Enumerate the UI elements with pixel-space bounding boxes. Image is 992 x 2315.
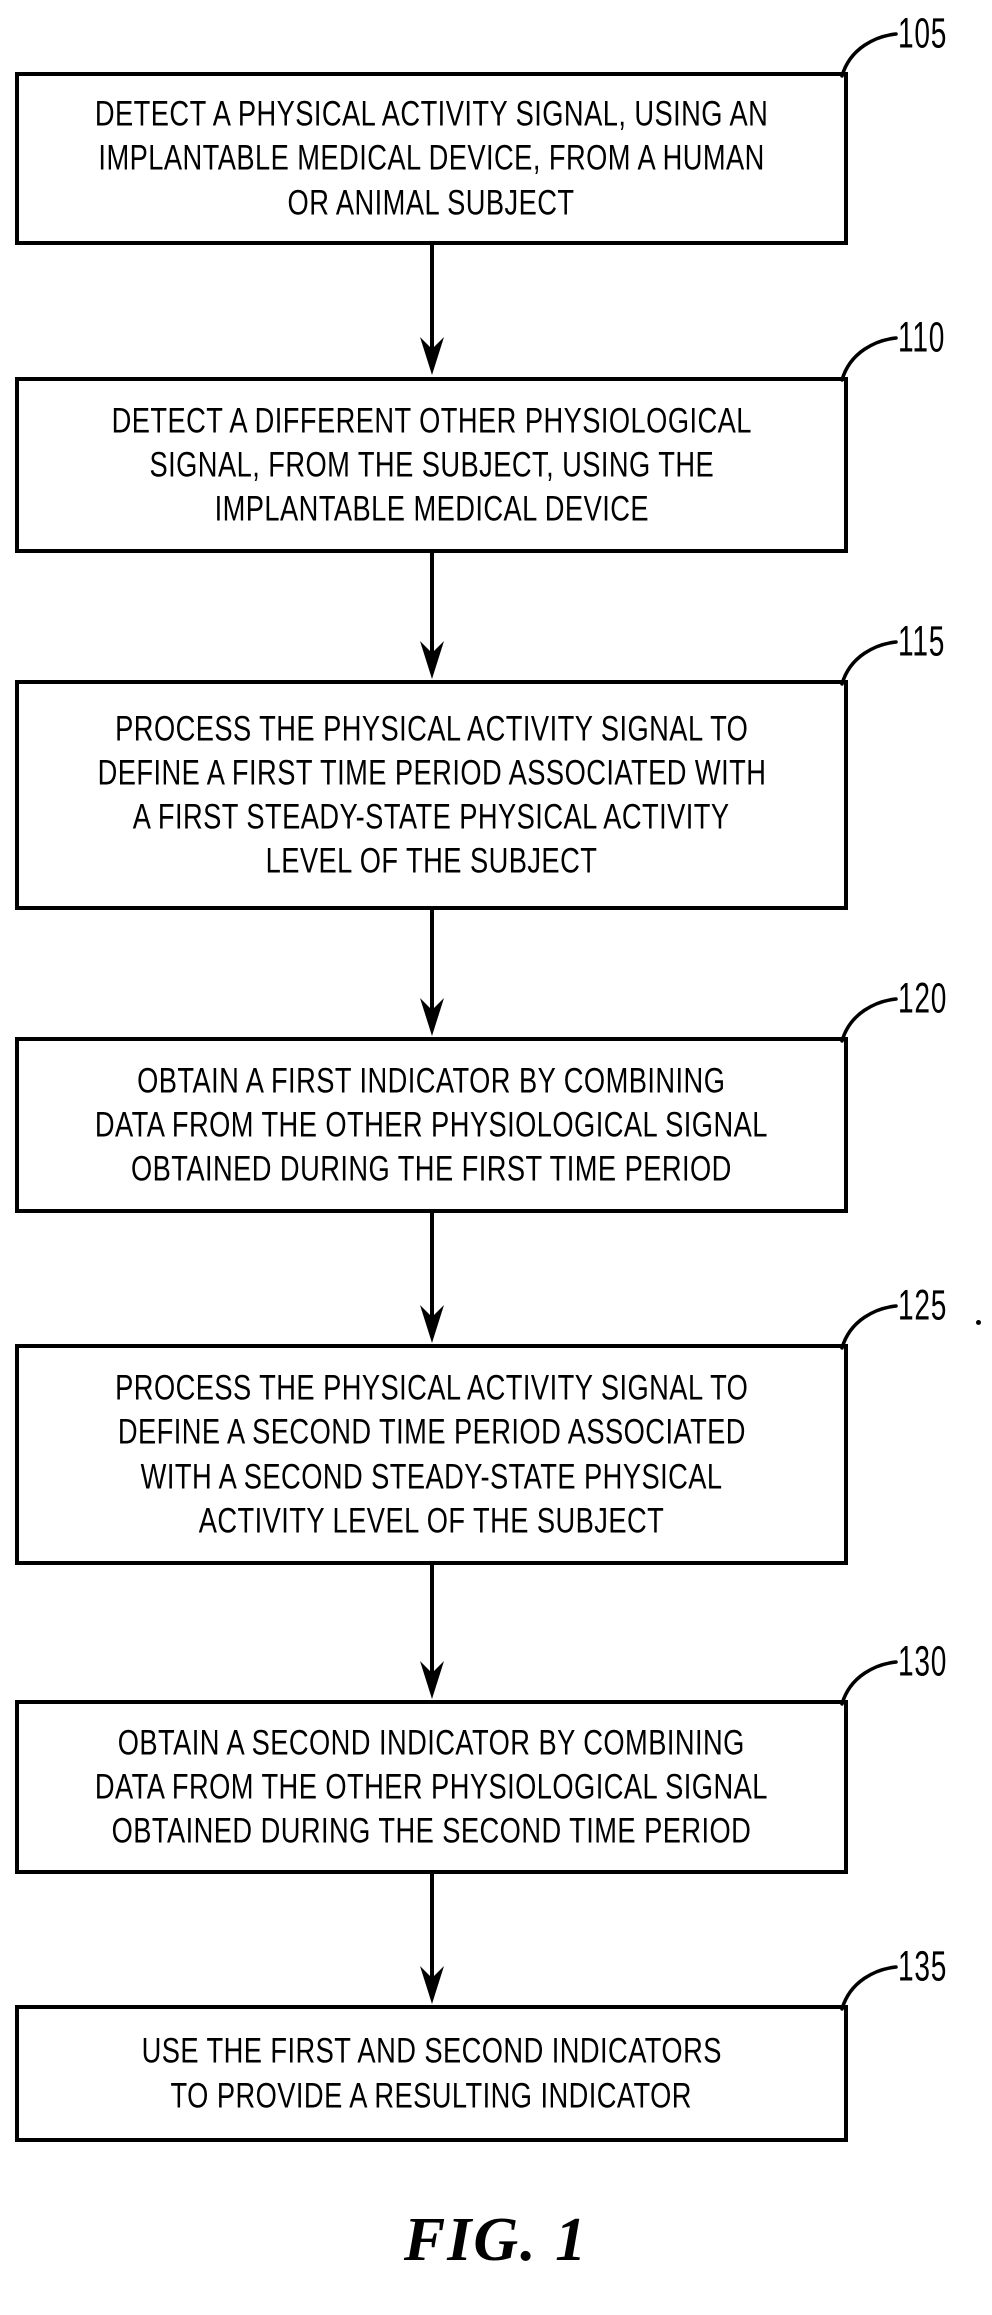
flow-step-115-line-1: PROCESS THE PHYSICAL ACTIVITY SIGNAL TO	[114, 708, 749, 749]
flow-step-115: PROCESS THE PHYSICAL ACTIVITY SIGNAL TO …	[15, 680, 848, 910]
reference-numeral-115: 115	[898, 616, 946, 665]
reference-numeral-120: 120	[898, 973, 948, 1022]
flow-step-125-line-3: WITH A SECOND STEADY-STATE PHYSICAL	[140, 1455, 723, 1496]
connector-arrow-115-120	[420, 910, 444, 1036]
flow-step-130-line-1: OBTAIN A SECOND INDICATOR BY COMBINING	[117, 1722, 746, 1763]
flow-step-125-line-4: ACTIVITY LEVEL OF THE SUBJECT	[198, 1499, 665, 1540]
flow-step-115-line-4: LEVEL OF THE SUBJECT	[265, 840, 598, 881]
flow-step-110-line-1: DETECT A DIFFERENT OTHER PHYSIOLOGICAL	[111, 400, 752, 441]
flow-step-125: PROCESS THE PHYSICAL ACTIVITY SIGNAL TO …	[15, 1344, 848, 1565]
flow-step-115-line-3: A FIRST STEADY-STATE PHYSICAL ACTIVITY	[133, 796, 730, 837]
flow-step-110-line-3: IMPLANTABLE MEDICAL DEVICE	[214, 488, 649, 529]
flow-step-135-line-2: TO PROVIDE A RESULTING INDICATOR	[170, 2074, 693, 2115]
connector-arrow-125-130	[420, 1565, 444, 1699]
flow-step-105: DETECT A PHYSICAL ACTIVITY SIGNAL, USING…	[15, 72, 848, 245]
flow-step-130-line-3: OBTAINED DURING THE SECOND TIME PERIOD	[111, 1810, 752, 1851]
flow-step-130: OBTAIN A SECOND INDICATOR BY COMBINING D…	[15, 1700, 848, 1874]
flow-step-120-line-2: DATA FROM THE OTHER PHYSIOLOGICAL SIGNAL	[95, 1104, 768, 1145]
connector-arrow-130-135	[420, 1874, 444, 2004]
flow-step-115-line-2: DEFINE A FIRST TIME PERIOD ASSOCIATED WI…	[97, 752, 766, 793]
flow-step-135: USE THE FIRST AND SECOND INDICATORS TO P…	[15, 2005, 848, 2142]
flow-step-120-line-1: OBTAIN A FIRST INDICATOR BY COMBINING	[137, 1060, 726, 1101]
flow-step-105-line-3: OR ANIMAL SUBJECT	[288, 181, 575, 222]
flow-step-125-line-1: PROCESS THE PHYSICAL ACTIVITY SIGNAL TO	[114, 1367, 749, 1408]
flow-step-120: OBTAIN A FIRST INDICATOR BY COMBINING DA…	[15, 1037, 848, 1213]
flow-step-105-line-1: DETECT A PHYSICAL ACTIVITY SIGNAL, USING…	[94, 93, 769, 134]
flow-step-120-line-3: OBTAINED DURING THE FIRST TIME PERIOD	[131, 1148, 732, 1189]
reference-numeral-110: 110	[898, 312, 946, 361]
scan-speck-artifact	[976, 1320, 981, 1325]
connector-arrow-105-110	[420, 245, 444, 375]
reference-numeral-130: 130	[898, 1636, 948, 1685]
flow-step-125-line-2: DEFINE A SECOND TIME PERIOD ASSOCIATED	[117, 1411, 746, 1452]
flow-step-110-line-2: SIGNAL, FROM THE SUBJECT, USING THE	[149, 444, 714, 485]
connector-arrow-120-125	[420, 1213, 444, 1343]
reference-numeral-135: 135	[898, 1941, 948, 1990]
connector-arrow-110-115	[420, 553, 444, 679]
reference-numeral-125: 125	[898, 1280, 948, 1329]
flow-step-135-line-1: USE THE FIRST AND SECOND INDICATORS	[141, 2030, 722, 2071]
flow-step-105-line-2: IMPLANTABLE MEDICAL DEVICE, FROM A HUMAN	[98, 137, 765, 178]
flow-step-110: DETECT A DIFFERENT OTHER PHYSIOLOGICAL S…	[15, 377, 848, 553]
flow-step-130-line-2: DATA FROM THE OTHER PHYSIOLOGICAL SIGNAL	[95, 1766, 768, 1807]
reference-numeral-105: 105	[898, 8, 948, 57]
figure-caption: FIG. 1	[403, 2206, 589, 2274]
